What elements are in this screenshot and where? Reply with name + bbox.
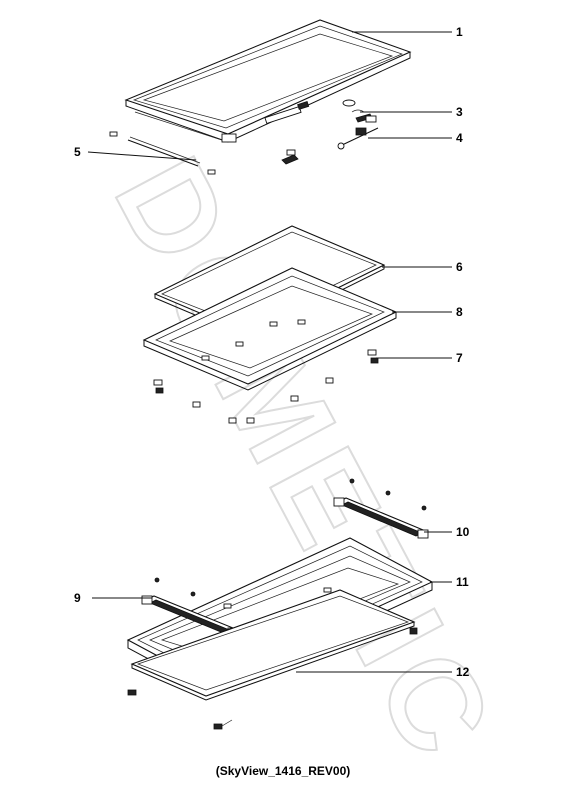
callout-12: 12 (456, 665, 470, 679)
leader-lines (87, 31, 452, 673)
part-1-hinge (221, 133, 237, 143)
callout-7: 7 (456, 351, 463, 365)
callout-10: 10 (456, 525, 470, 539)
part-8-clips (201, 319, 306, 361)
part-7-fasteners (153, 349, 379, 424)
part-1-skylight-lid (124, 19, 412, 143)
callout-9: 9 (74, 591, 81, 605)
callout-labels: 1 3 4 5 6 8 7 10 11 9 12 (74, 25, 470, 679)
part-11-clips (154, 577, 418, 635)
callout-1: 1 (456, 25, 463, 39)
part-12-fasteners (127, 689, 233, 730)
callout-11: 11 (456, 575, 469, 589)
callout-8: 8 (456, 305, 463, 319)
callout-4: 4 (456, 131, 463, 145)
callout-6: 6 (456, 260, 463, 274)
part-10-screws (349, 478, 427, 511)
part-10-rail (333, 497, 430, 539)
part-5-rod (109, 131, 216, 175)
part-4-stay-arm (337, 115, 379, 150)
drawing-caption: (SkyView_1416_REV00) (215, 764, 351, 778)
callout-5: 5 (74, 145, 81, 159)
part-1-lower-hinge (281, 149, 299, 165)
part-12-pane (130, 589, 416, 701)
callout-3: 3 (456, 105, 463, 119)
part-1-handle (264, 101, 310, 124)
